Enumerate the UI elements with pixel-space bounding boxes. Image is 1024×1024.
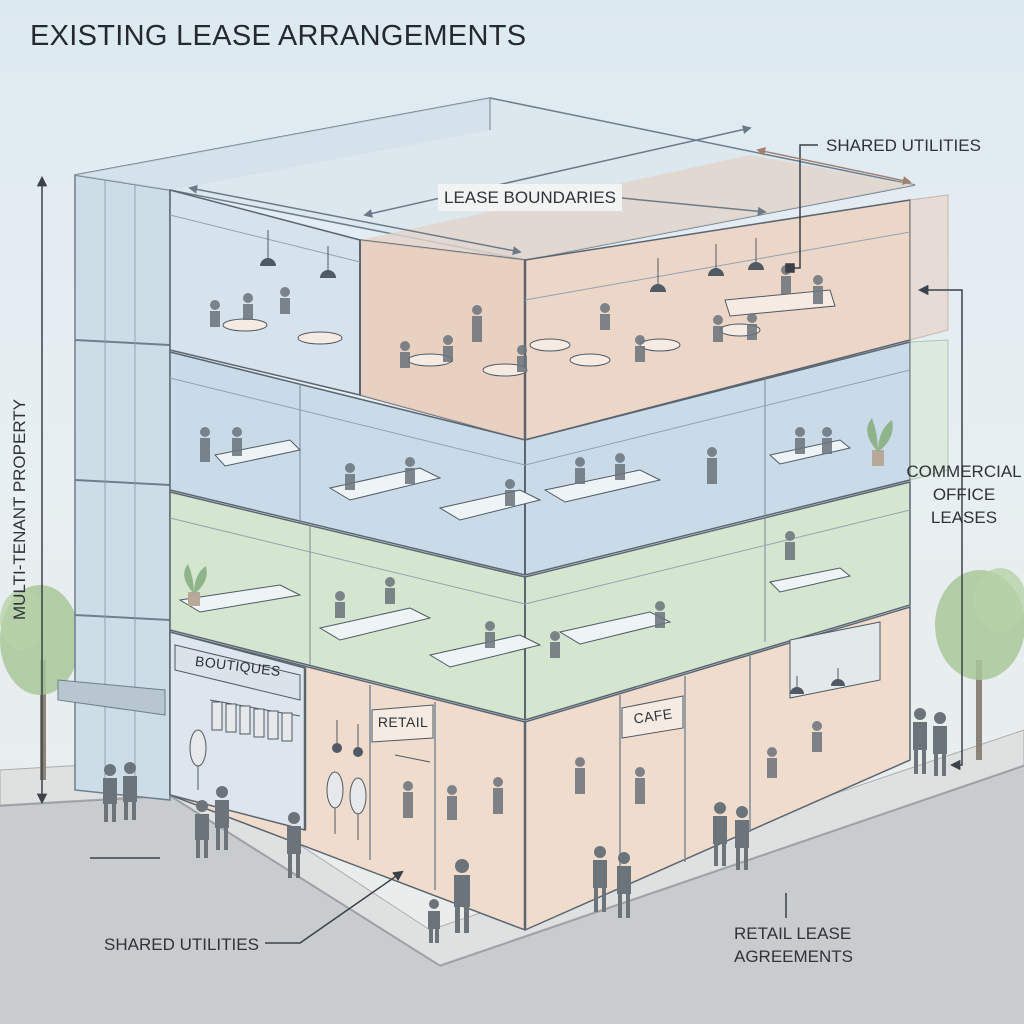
- floor-1: [169, 605, 911, 931]
- tree-icon: [935, 568, 1024, 760]
- floor-2: [169, 481, 911, 721]
- commercial-office-leases-line-1: COMMERCIAL: [906, 462, 1022, 481]
- commercial-office-leases-label: COMMERCIAL OFFICE LEASES: [905, 460, 1023, 529]
- left-tower: [57, 174, 171, 801]
- multi-tenant-property-label: MULTI-TENANT PROPERTY: [10, 398, 29, 620]
- retail-sign: RETAIL: [377, 714, 429, 730]
- page-title: EXISTING LEASE ARRANGEMENTS: [30, 20, 527, 52]
- commercial-office-leases-line-3: LEASES: [930, 508, 998, 527]
- pendant-lamp-icon: [260, 230, 845, 757]
- person-icon: [103, 265, 947, 943]
- annotation-lines: [36, 144, 963, 944]
- retail-lease-agreements-line-2: AGREEMENTS: [734, 947, 854, 966]
- retail-lease-agreements-label: RETAIL LEASE AGREEMENTS: [734, 922, 853, 968]
- shared-utilities-bottom-label: SHARED UTILITIES: [104, 935, 259, 954]
- shared-utilities-top-label: SHARED UTILITIES: [826, 136, 981, 155]
- lease-boundaries-label: LEASE BOUNDARIES: [438, 184, 622, 211]
- retail-lease-agreements-line-1: RETAIL LEASE: [734, 924, 852, 943]
- commercial-office-leases-line-2: OFFICE: [932, 485, 996, 504]
- plant-icon: [184, 418, 893, 606]
- boutique-displays: [189, 699, 431, 840]
